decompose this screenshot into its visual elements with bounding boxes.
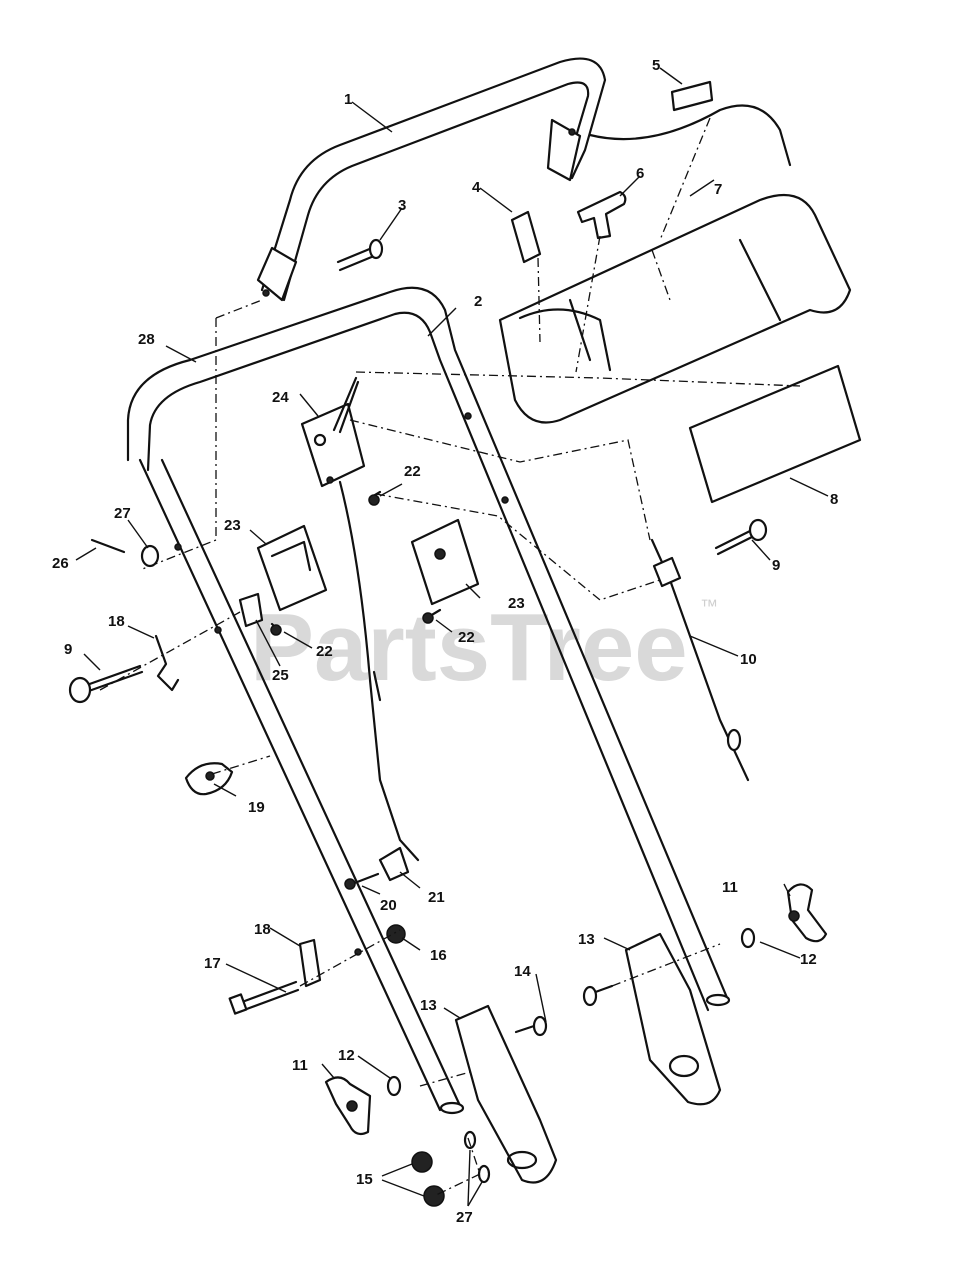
callout-22-right: 22 xyxy=(458,629,475,646)
assembly-lines xyxy=(99,117,801,1197)
bracket-13-left xyxy=(454,1004,558,1184)
callout-11-right: 11 xyxy=(722,879,738,896)
latch-18-lower xyxy=(298,938,322,988)
cable-10 xyxy=(650,538,750,782)
knob-11-right xyxy=(786,883,828,943)
console-panel xyxy=(498,104,852,424)
spring-18-upper xyxy=(154,634,180,692)
callout-21: 21 xyxy=(428,889,445,906)
callout-13-left: 13 xyxy=(420,997,437,1014)
callout-13-right: 13 xyxy=(578,931,595,948)
callout-26: 26 xyxy=(52,555,69,572)
callout-10: 10 xyxy=(740,651,757,668)
callout-28: 28 xyxy=(138,331,155,348)
callout-25: 25 xyxy=(272,667,289,684)
callout-23-left: 23 xyxy=(224,517,241,534)
callout-22-top: 22 xyxy=(404,463,421,480)
callout-9-right: 9 xyxy=(772,557,780,574)
callout-6: 6 xyxy=(636,165,644,182)
watermark-trademark: ™ xyxy=(700,596,718,616)
knob-6 xyxy=(576,190,627,240)
callout-19: 19 xyxy=(248,799,265,816)
bolt-17 xyxy=(228,980,300,1015)
washer-12 xyxy=(386,927,756,1097)
callout-22-mid: 22 xyxy=(316,643,333,660)
bolt-9-left xyxy=(68,664,144,704)
callout-4: 4 xyxy=(472,179,481,196)
small-parts-top xyxy=(510,80,714,264)
knob-11-left xyxy=(324,1076,372,1136)
clip-21 xyxy=(344,846,410,890)
bolt-3 xyxy=(336,238,384,272)
callout-15: 15 xyxy=(356,1171,373,1188)
callout-20: 20 xyxy=(380,897,397,914)
watermark-text: PartsTree xyxy=(250,594,688,701)
callout-27-upper: 27 xyxy=(114,505,131,522)
callout-18-upper: 18 xyxy=(108,613,125,630)
watermark: PartsTree ™ xyxy=(250,594,718,701)
decal-8 xyxy=(688,364,862,504)
label-4 xyxy=(510,210,542,264)
nuts-15 xyxy=(411,1151,445,1207)
leader-lines xyxy=(75,67,829,1207)
callout-17: 17 xyxy=(204,955,221,972)
bolt-9-right xyxy=(714,518,768,556)
callout-11-left: 11 xyxy=(292,1057,308,1074)
callout-14: 14 xyxy=(514,963,531,980)
callout-24: 24 xyxy=(272,389,289,406)
control-24 xyxy=(300,376,366,488)
callout-7: 7 xyxy=(714,181,722,198)
upper-handle xyxy=(256,57,607,302)
callout-18-lower: 18 xyxy=(254,921,271,938)
callout-12-left: 12 xyxy=(338,1047,355,1064)
screw-26 xyxy=(90,538,126,554)
decal-5 xyxy=(670,80,714,112)
callout-12-right: 12 xyxy=(800,951,817,968)
callout-3: 3 xyxy=(398,197,406,214)
callout-8: 8 xyxy=(830,491,838,508)
lower-handle xyxy=(126,286,731,1115)
nut-16 xyxy=(386,924,406,944)
cover-23-left xyxy=(256,524,328,612)
bracket-13-right xyxy=(624,932,722,1106)
washers-27 xyxy=(140,544,491,1184)
screws-22 xyxy=(270,490,442,636)
callout-27-lower: 27 xyxy=(456,1209,473,1226)
callout-1: 1 xyxy=(344,91,352,108)
bracket-25 xyxy=(238,592,264,628)
callout-9-left: 9 xyxy=(64,641,72,658)
callout-2: 2 xyxy=(474,293,482,310)
bolt-14 xyxy=(514,984,614,1037)
callout-5: 5 xyxy=(652,57,660,74)
callout-23-right: 23 xyxy=(508,595,525,612)
cover-23-right xyxy=(410,518,480,606)
callout-16: 16 xyxy=(430,947,447,964)
throttle-cable xyxy=(338,480,420,862)
callouts: 1 2 3 4 5 6 7 8 9 9 10 11 11 12 12 13 13… xyxy=(52,57,838,1226)
